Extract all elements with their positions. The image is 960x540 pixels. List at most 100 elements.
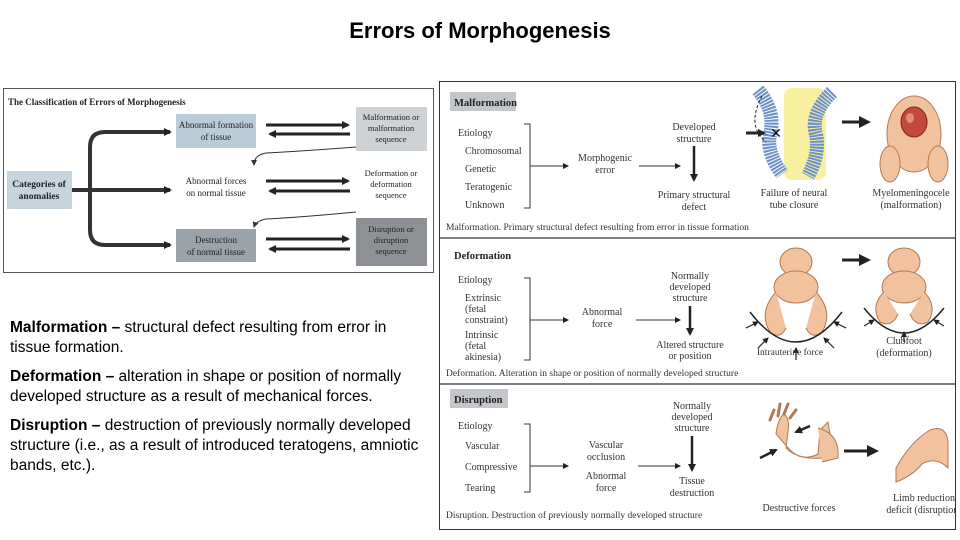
normal-structure-1: Normally: [671, 271, 709, 282]
disruption-tag-label: Disruption: [454, 395, 503, 406]
extrinsic-1: Extrinsic: [465, 293, 502, 304]
cause-teratogenic: Teratogenic: [465, 182, 513, 193]
intrinsic-2: (fetal: [465, 341, 486, 352]
cause-genetic: Genetic: [465, 164, 497, 175]
primary-defect-2: defect: [682, 202, 707, 213]
categories-label-1: Categories of: [12, 180, 66, 190]
cause-unknown: Unknown: [465, 200, 504, 211]
definition-deformation: Deformation – alteration in shape or pos…: [10, 367, 425, 407]
classification-diagram-svg: The Classification of Errors of Morphoge…: [7, 97, 427, 266]
classification-diagram: The Classification of Errors of Morphoge…: [3, 88, 434, 273]
myelomeningocele-2: (malformation): [880, 200, 941, 211]
limb-reduction-illustration: [895, 428, 949, 483]
disruption-normal-1: Normally: [673, 401, 711, 412]
disruption-tag: [450, 389, 508, 408]
definition-malformation: Malformation – structural defect resulti…: [10, 318, 425, 358]
disruption-force-1: Abnormal: [586, 471, 627, 482]
disruption-normal-2: developed: [671, 412, 712, 423]
term-malformation: Malformation –: [10, 319, 121, 336]
deformation-tag-label: Deformation: [454, 251, 511, 262]
normal-structure-2: developed: [669, 282, 710, 293]
categories-box: [7, 171, 72, 209]
disruption-bracket: [524, 423, 568, 493]
vascular-occlusion-2: occlusion: [587, 452, 625, 463]
neural-failure-1: Failure of neural: [761, 188, 828, 199]
disruption-sequence-label-1: Disruption or: [368, 224, 414, 234]
text-malformation: structural defect resulting from error i…: [10, 319, 387, 356]
abnormal-formation-box: [176, 114, 256, 148]
term-deformation: Deformation –: [10, 368, 115, 385]
limb-reduction-1: Limb reduction: [893, 493, 955, 504]
disruption-panel: Disruption Etiology Vascular Compressive…: [446, 389, 955, 521]
malformation-panel: Malformation Etiology Chromosomal Geneti…: [446, 85, 950, 233]
limb-reduction-2: deficit (disruption): [886, 505, 955, 516]
primary-defect-1: Primary structural: [658, 190, 731, 201]
cause-vascular: Vascular: [465, 441, 500, 452]
destruction-label-1: Destruction: [195, 235, 237, 245]
cause-compressive: Compressive: [465, 462, 518, 473]
developed-structure-1: Developed: [672, 122, 715, 133]
malformation-sequence-box: [356, 107, 427, 151]
altered-structure-2: or position: [668, 351, 711, 362]
vascular-occlusion-1: Vascular: [589, 440, 624, 451]
clubfoot-2: (deformation): [876, 348, 932, 359]
deformation-sequence-label-3: sequence: [375, 190, 406, 200]
cause-chromosomal: Chromosomal: [465, 146, 522, 157]
malformation-tag-label: Malformation: [454, 98, 517, 109]
intrauterine-force-label: Intrauterine force: [757, 347, 823, 358]
myelomeningocele-1: Myelomeningocele: [872, 188, 950, 199]
tissue-destruction-1: Tissue: [679, 476, 705, 487]
sequence-arrows: [266, 121, 350, 253]
altered-structure-1: Altered structure: [656, 340, 724, 351]
definitions: Malformation – structural defect resulti…: [10, 318, 425, 485]
destructive-forces-illustration: [759, 402, 839, 463]
disruption-sequence-label-3: sequence: [375, 246, 406, 256]
malformation-bracket: [524, 123, 568, 209]
extrinsic-3: constraint): [465, 315, 508, 326]
classification-heading: The Classification of Errors of Morphoge…: [8, 97, 186, 107]
neural-tube-illustration: ✕: [746, 85, 838, 180]
disruption-etiology: Etiology: [458, 421, 492, 432]
cause-tearing: Tearing: [465, 483, 495, 494]
intrinsic-3: akinesia): [465, 352, 501, 363]
deformation-sequence-label-2: deformation: [370, 179, 412, 189]
abnormal-force-2: force: [592, 319, 613, 330]
categories-label-2: anomalies: [19, 192, 60, 202]
tissue-destruction-2: destruction: [670, 488, 714, 499]
morphogenesis-figure: Malformation Etiology Chromosomal Geneti…: [439, 81, 956, 530]
text-disruption: destruction of previously normally devel…: [10, 417, 419, 474]
deformation-panel: Deformation Etiology Extrinsic (fetal co…: [446, 247, 945, 379]
neural-failure-2: tube closure: [770, 200, 819, 211]
abnormal-formation-label-2: of tissue: [201, 132, 231, 142]
abnormal-forces-label-2: on normal tissue: [186, 188, 246, 198]
deformation-caption: Deformation. Alteration in shape or posi…: [446, 368, 738, 379]
normal-structure-3: structure: [673, 293, 709, 304]
disruption-caption: Disruption. Destruction of previously no…: [446, 510, 702, 521]
morphogenic-error-2: error: [595, 165, 615, 176]
extrinsic-2: (fetal: [465, 304, 486, 315]
deformation-bracket: [524, 277, 568, 361]
feedback-curves: [251, 146, 357, 228]
disruption-normal-3: structure: [675, 423, 711, 434]
term-disruption: Disruption –: [10, 417, 101, 434]
malformation-etiology: Etiology: [458, 128, 492, 139]
destructive-forces-label: Destructive forces: [762, 503, 835, 514]
abnormal-force-1: Abnormal: [582, 307, 623, 318]
morphogenesis-figure-svg: Malformation Etiology Chromosomal Geneti…: [440, 85, 955, 521]
intrinsic-1: Intrinsic: [465, 330, 499, 341]
myelomeningocele-illustration: [879, 95, 949, 183]
disruption-sequence-box: [356, 218, 427, 266]
slide-title: Errors of Morphogenesis: [349, 18, 611, 43]
intrauterine-illustration: [745, 247, 847, 360]
malformation-sequence-label-2: malformation: [368, 123, 415, 133]
malformation-sequence-label-3: sequence: [375, 134, 406, 144]
destruction-box: [176, 229, 256, 262]
abnormal-formation-label-1: Abnormal formation: [179, 120, 254, 130]
morphogenic-error-1: Morphogenic: [578, 153, 632, 164]
text-deformation: alteration in shape or position of norma…: [10, 368, 402, 405]
malformation-sequence-label-1: Malformation or: [363, 112, 420, 122]
deformation-etiology: Etiology: [458, 275, 492, 286]
definition-disruption: Disruption – destruction of previously n…: [10, 416, 425, 476]
svg-text:✕: ✕: [770, 126, 782, 142]
clubfoot-1: Clubfoot: [886, 336, 922, 347]
